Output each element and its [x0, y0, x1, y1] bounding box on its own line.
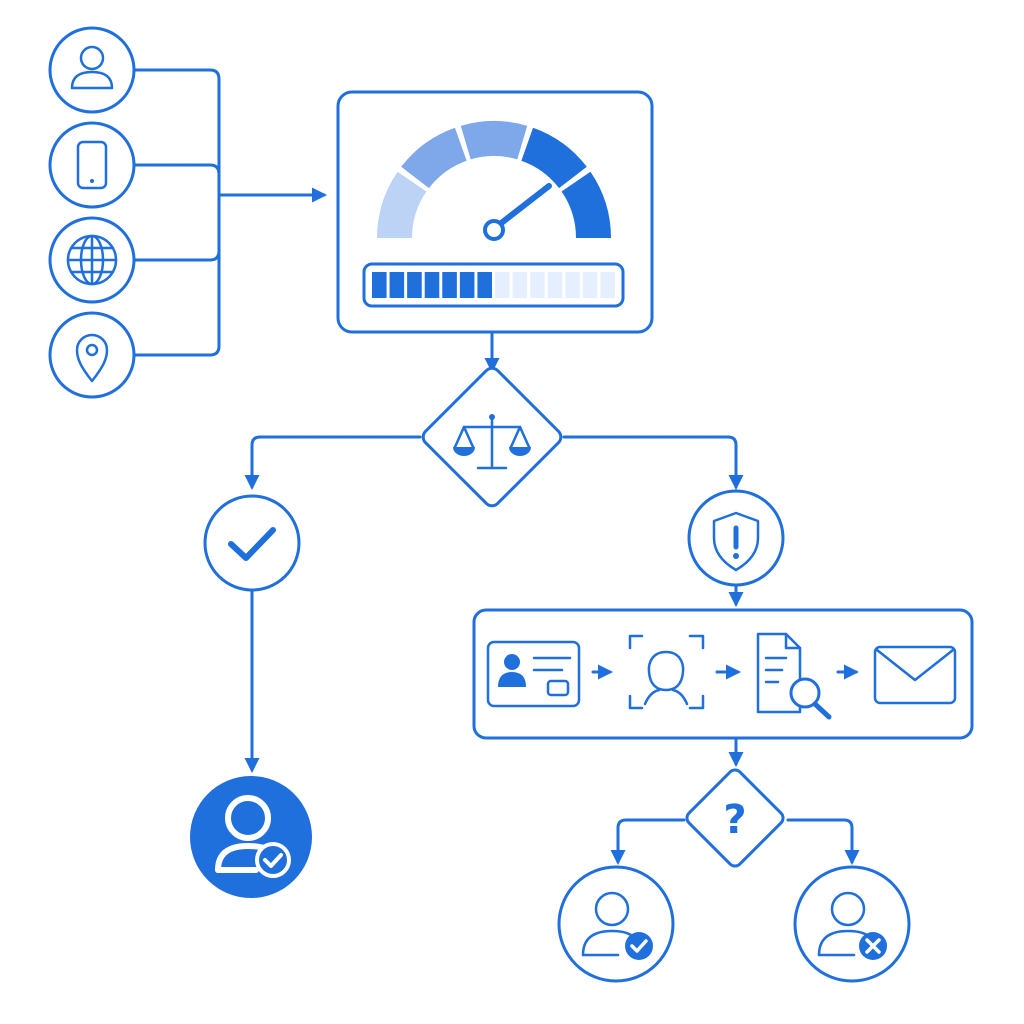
user-icon: [70, 45, 114, 90]
decision-to-approve-arrow: [244, 435, 422, 490]
input-node-location: [48, 311, 136, 399]
bar-segment-filled: [407, 272, 422, 298]
id-card-icon: [486, 640, 581, 708]
bar-segment-empty: [565, 272, 580, 298]
user-verified-icon: [215, 795, 291, 878]
outcome-approved-node: [557, 865, 675, 983]
input-node-network: [48, 216, 136, 304]
bar-segment-empty: [547, 272, 563, 298]
gauge-segment: [521, 127, 587, 189]
input-node-device: [48, 121, 136, 209]
decision-to-review-arrow: [562, 435, 744, 490]
verification-steps-panel: [472, 608, 974, 740]
gauge-segment: [460, 121, 528, 160]
gauge-segment: [401, 127, 467, 189]
decision-node: [421, 366, 563, 508]
face-scan-icon: [628, 634, 705, 710]
shield-alert-icon: [712, 511, 760, 572]
mobile-device-icon: [76, 140, 108, 190]
risk-gauge: [377, 121, 611, 238]
bar-segment-filled: [389, 272, 405, 298]
question-to-approved-arrow: [610, 818, 686, 865]
outcome-rejected-node: [793, 865, 911, 983]
bar-segment-empty: [495, 272, 510, 298]
risk-meter-panel: [336, 90, 654, 334]
question-to-rejected-arrow: [786, 818, 860, 865]
review-node: [687, 489, 785, 587]
check-icon: [228, 527, 276, 561]
gauge-needle: [483, 183, 552, 241]
mail-icon: [873, 645, 957, 705]
outcome-decision-node: ?: [685, 768, 785, 868]
user-rejected-icon: [817, 891, 887, 960]
user-approved-icon: [581, 891, 653, 960]
location-pin-icon: [75, 333, 109, 383]
bar-segment-filled: [459, 272, 475, 298]
bar-segment-filled: [424, 272, 440, 298]
scales-icon: [453, 414, 531, 470]
connectors: [132, 68, 860, 865]
risk-score-segments: [372, 272, 615, 298]
bar-segment-empty: [582, 272, 598, 298]
bar-segment-filled: [442, 272, 457, 298]
bar-segment-filled: [477, 272, 492, 298]
approve-node: [203, 494, 301, 592]
bar-segment-empty: [512, 272, 528, 298]
input-node-user: [48, 26, 136, 114]
document-search-icon: [756, 632, 832, 720]
gauge-segment: [377, 171, 427, 238]
bar-segment-filled: [372, 272, 387, 298]
globe-icon: [66, 234, 118, 286]
gauge-segment: [561, 171, 611, 238]
bar-segment-empty: [600, 272, 615, 298]
bar-segment-empty: [530, 272, 545, 298]
question-mark: ?: [723, 797, 746, 843]
verified-user-node: [190, 776, 312, 898]
